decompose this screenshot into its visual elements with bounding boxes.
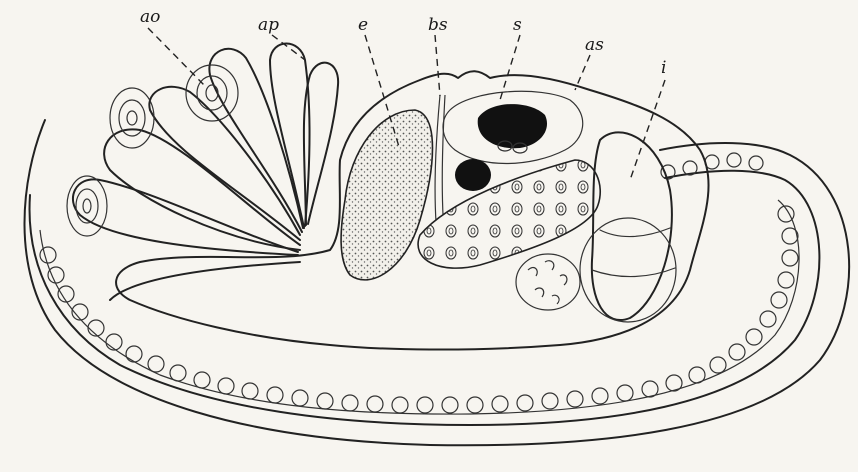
intestine-organ [580,132,676,322]
label-ap: ap [258,15,279,35]
reticulate-mass [516,254,580,310]
label-i: i [661,58,666,78]
label-s: s [513,15,522,35]
stippled-organ [341,110,432,280]
egg-band [418,160,600,268]
tentacle-arms [73,44,338,301]
arm-organs [67,65,238,236]
label-ao: ao [140,7,160,27]
label-bs: bs [428,15,448,35]
label-as: as [585,35,604,55]
label-e: e [358,15,368,35]
